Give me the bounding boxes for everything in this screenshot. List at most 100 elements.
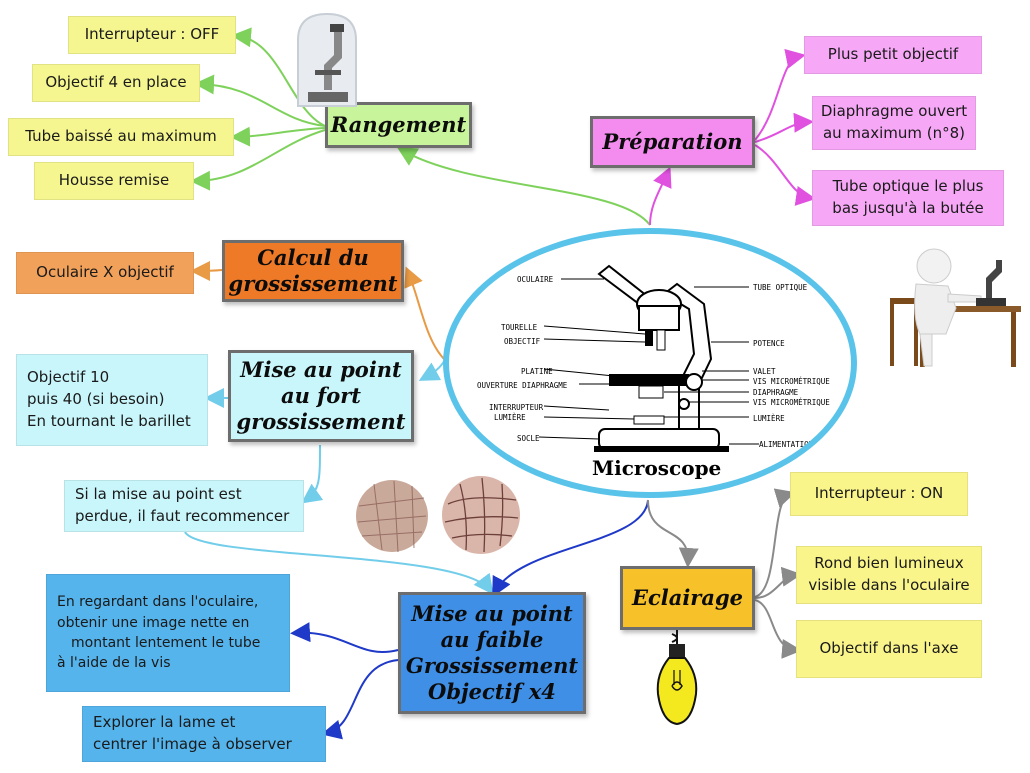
preparation-leaf-2-line-1: Diaphragme ouvert [820,102,968,121]
rangement-leaf-4-text: Housse remise [58,171,170,190]
rangement-leaf-1[interactable]: Interrupteur : OFF [68,16,236,54]
preparation-node[interactable]: Préparation [590,116,755,168]
preparation-leaf-1[interactable]: Plus petit objectif [804,36,982,74]
eclairage-leaf-2-line-1: Rond bien lumineux [814,554,964,573]
faible-title-line-3: Grossissement [405,653,579,678]
link-prep-leaf-3 [754,144,816,206]
eclairage-leaf-1[interactable]: Interrupteur : ON [790,472,968,516]
eclairage-title: Eclairage [631,584,744,610]
calcul-leaf-1-text: Oculaire X objectif [36,263,174,282]
fort-leaf-1-line-3: En tournant le barillet [27,411,191,430]
eclairage-leaf-2-line-2: visible dans l'oculaire [808,576,970,594]
center-microscope-node: OCULAIRE TOURELLE OBJECTIF PLATINE OUVER… [443,228,857,498]
link-center-rangement [396,146,651,226]
rangement-leaf-1-text: Interrupteur : OFF [84,25,220,44]
label-socle: SOCLE [517,434,540,443]
eclairage-node[interactable]: Eclairage [620,566,755,630]
preparation-leaf-1-text: Plus petit objectif [827,45,959,64]
preparation-leaf-2-line-2: au maximum (n°8) [822,124,966,142]
label-oculaire: OCULAIRE [517,275,554,284]
center-title: Microscope [592,456,722,480]
link-center-calcul [404,266,446,361]
label-objectif: OBJECTIF [504,337,541,346]
link-prep-leaf-1 [754,48,806,141]
faible-title-line-4: Objectif x4 [428,679,556,705]
faible-leaf-1[interactable]: En regardant dans l'oculaire, obtenir une… [46,574,290,692]
link-rangement-leaf-4 [190,129,326,191]
eclairage-leaf-2[interactable]: Rond bien lumineux visible dans l'oculair… [796,546,982,604]
fort-leaf-1-line-2: puis 40 (si besoin) [27,390,165,409]
link-center-preparation [649,166,672,226]
lightbulb-icon [656,630,698,726]
micrograph-cells-zoom-icon [442,476,520,554]
fort-leaf-1-line-1: Objectif 10 [27,368,110,387]
label-interrupteur: INTERRUPTEUR [489,403,544,412]
label-diaphragme: DIAPHRAGME [753,388,799,397]
label-valet: VALET [753,367,776,376]
link-rangement-leaf-3 [230,126,326,147]
link-eclairage-leaf-2 [754,566,802,599]
link-center-faible [492,499,649,598]
link-eclairage-leaf-3 [754,599,802,659]
rangement-leaf-4[interactable]: Housse remise [34,162,194,200]
fort-leaf-2-line-1: Si la mise au point est [75,485,242,504]
preparation-leaf-2[interactable]: Diaphragme ouvert au maximum (n°8) [812,96,976,150]
faible-leaf-1-line-1: En regardant dans l'oculaire, [57,594,259,611]
link-center-eclairage [647,499,699,568]
rangement-node[interactable]: Rangement [325,102,472,148]
microscope-diagram-icon: OCULAIRE TOURELLE OBJECTIF PLATINE OUVER… [477,264,830,452]
preparation-leaf-3[interactable]: Tube optique le plus bas jusqu'à la butée [812,170,1004,226]
rangement-title: Rangement [330,111,467,137]
link-rangement-leaf-2 [194,74,326,127]
label-tourelle: TOURELLE [501,323,538,332]
faible-leaf-2-line-2: centrer l'image à observer [93,735,292,753]
faible-leaf-1-line-2: obtenir une image nette en [57,614,250,631]
fort-leaf-2-line-2: perdue, il faut recommencer [75,507,290,525]
fort-leaf-2[interactable]: Si la mise au point est perdue, il faut r… [64,480,304,532]
link-calcul-leaf [190,260,223,281]
preparation-title: Préparation [602,128,743,154]
fort-title-line-1: Mise au point [240,356,402,382]
faible-leaf-2-line-1: Explorer la lame et [93,713,236,732]
rangement-leaf-3[interactable]: Tube baissé au maximum [8,118,234,156]
calcul-title-line-2: grossissement [228,271,398,296]
faible-title-line-1: Mise au point [411,600,573,626]
rangement-leaf-2[interactable]: Objectif 4 en place [32,64,200,102]
faible-leaf-1-line-4: à l'aide de la vis [57,655,171,672]
fort-leaf-1[interactable]: Objectif 10 puis 40 (si besoin) En tournan… [16,354,208,446]
student-at-microscope-icon [890,248,1021,367]
fort-title-line-3: grossissement [236,409,406,435]
eclairage-leaf-3[interactable]: Objectif dans l'axe [796,620,982,678]
label-vis-macro: VIS MICROMÉTRIQUE [753,398,830,407]
calcul-leaf-1[interactable]: Oculaire X objectif [16,252,194,294]
label-potence: POTENCE [753,339,785,348]
preparation-leaf-3-line-1: Tube optique le plus [832,177,984,196]
label-vis-micro: VIS MICROMÉTRIQUE [753,377,830,386]
label-lumiere-left: LUMIÈRE [494,413,526,422]
faible-leaf-2[interactable]: Explorer la lame et centrer l'image à obs… [82,706,326,762]
label-tube: TUBE OPTIQUE [753,283,808,292]
micrograph-cells-icon [356,480,428,553]
faible-leaf-1-line-3: montant lentement le tube [71,635,261,651]
link-faible-leaf-1 [290,622,399,654]
label-platine: PLATINE [521,367,553,376]
faible-title-line-2: au faible [440,626,544,652]
link-faible-leaf-2 [321,659,399,740]
eclairage-leaf-3-text: Objectif dans l'axe [819,639,959,658]
link-eclairage-leaf-1 [754,488,796,598]
rangement-leaf-3-text: Tube baissé au maximum [25,127,217,146]
rangement-leaf-2-text: Objectif 4 en place [45,73,187,92]
label-lumiere-right: LUMIÈRE [753,414,785,423]
fort-title-line-2: au fort [281,382,361,408]
microscope-cover-icon [297,12,357,107]
preparation-leaf-3-line-2: bas jusqu'à la butée [832,199,984,217]
link-prep-leaf-2 [754,112,814,143]
label-alimentation: ALIMENTATION [759,440,813,449]
label-ouverture: OUVERTURE DIAPHRAGME [477,381,568,390]
eclairage-leaf-1-text: Interrupteur : ON [814,484,944,503]
calcul-title-line-1: Calcul du [257,244,369,270]
link-fortleaf-faible [184,531,494,595]
